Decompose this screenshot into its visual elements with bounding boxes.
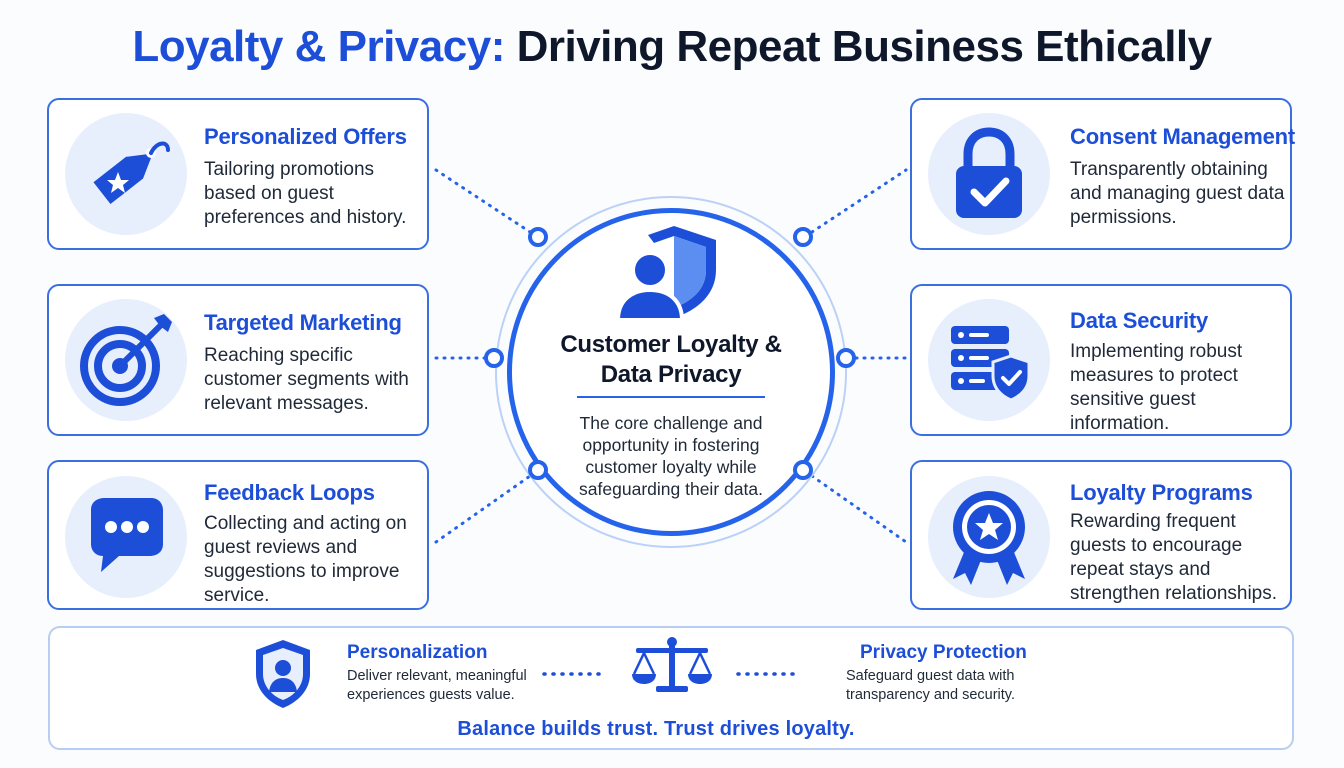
center-outer-ring	[495, 196, 847, 548]
card-title: Consent Management	[1070, 124, 1295, 149]
icon-badge	[928, 113, 1050, 235]
shield-user-icon	[256, 640, 310, 708]
privacy-protection-title: Privacy Protection	[860, 642, 1027, 663]
icon-badge	[928, 476, 1050, 598]
page-title: Loyalty & Privacy: Driving Repeat Busine…	[0, 22, 1344, 72]
card-title: Loyalty Programs	[1070, 480, 1253, 505]
card-description: Transparently obtaining and managing gue…	[1070, 159, 1285, 228]
node-top-right	[793, 227, 813, 247]
chat-bubble-icon	[91, 498, 163, 572]
card-consent-management[interactable]: Consent Management Transparently obtaini…	[910, 98, 1295, 250]
padlock-check-icon	[956, 127, 1022, 218]
card-data-security[interactable]: Data Security Implementing robust measur…	[910, 284, 1292, 436]
node-top-left	[528, 227, 548, 247]
card-title: Data Security	[1070, 308, 1209, 333]
target-arrow-icon	[80, 314, 172, 406]
card-description: Implementing robust measures to protect …	[1070, 341, 1243, 434]
tagline: Balance builds trust. Trust drives loyal…	[457, 718, 855, 740]
icon-badge	[928, 299, 1050, 421]
card-title: Personalized Offers	[204, 124, 407, 149]
connector-loyalty-programs	[810, 474, 908, 544]
node-mid-right	[836, 348, 856, 368]
center-hub	[507, 208, 835, 536]
center-description: The core challenge and opportunity in fo…	[579, 413, 763, 499]
shield-user-icon	[615, 226, 716, 322]
icon-badge	[65, 476, 187, 598]
card-feedback-loops[interactable]: Feedback Loops Collecting and acting on …	[47, 460, 429, 610]
node-bottom-left	[528, 460, 548, 480]
personalization-text: Deliver relevant, meaningful experiences…	[347, 668, 527, 703]
server-shield-icon	[951, 326, 1031, 402]
center-divider	[577, 396, 765, 398]
dotted-line-right	[736, 672, 802, 676]
icon-badge	[65, 299, 187, 421]
privacy-protection-text: Safeguard guest data with transparency a…	[846, 668, 1015, 703]
icon-badge	[65, 113, 187, 235]
card-description: Rewarding frequent guests to encourage r…	[1070, 511, 1278, 604]
connector-consent-management	[810, 168, 908, 234]
center-title: Customer Loyalty & Data Privacy	[560, 331, 782, 388]
card-loyalty-programs[interactable]: Loyalty Programs Rewarding frequent gues…	[910, 460, 1292, 610]
title-accent: Loyalty & Privacy:	[132, 22, 505, 71]
card-description: Reaching specific customer segments with…	[204, 345, 409, 414]
card-description: Collecting and acting on guest reviews a…	[204, 513, 407, 606]
dotted-line-left	[542, 672, 608, 676]
card-targeted-marketing[interactable]: Targeted Marketing Reaching specific cus…	[47, 284, 429, 436]
price-tag-star-icon	[93, 141, 170, 205]
personalization-title: Personalization	[347, 642, 488, 663]
award-badge-icon	[953, 491, 1025, 585]
card-title: Feedback Loops	[204, 480, 375, 505]
card-description: Tailoring promotions based on guest pref…	[204, 159, 407, 228]
node-mid-left	[484, 348, 504, 368]
node-bottom-right	[793, 460, 813, 480]
connector-personalized-offers	[434, 168, 532, 234]
card-personalized-offers[interactable]: Personalized Offers Tailoring promotions…	[47, 98, 429, 250]
card-title: Targeted Marketing	[204, 310, 402, 335]
connector-feedback-loops	[434, 474, 532, 544]
balance-scale-icon	[632, 637, 712, 692]
title-rest: Driving Repeat Business Ethically	[504, 22, 1213, 71]
